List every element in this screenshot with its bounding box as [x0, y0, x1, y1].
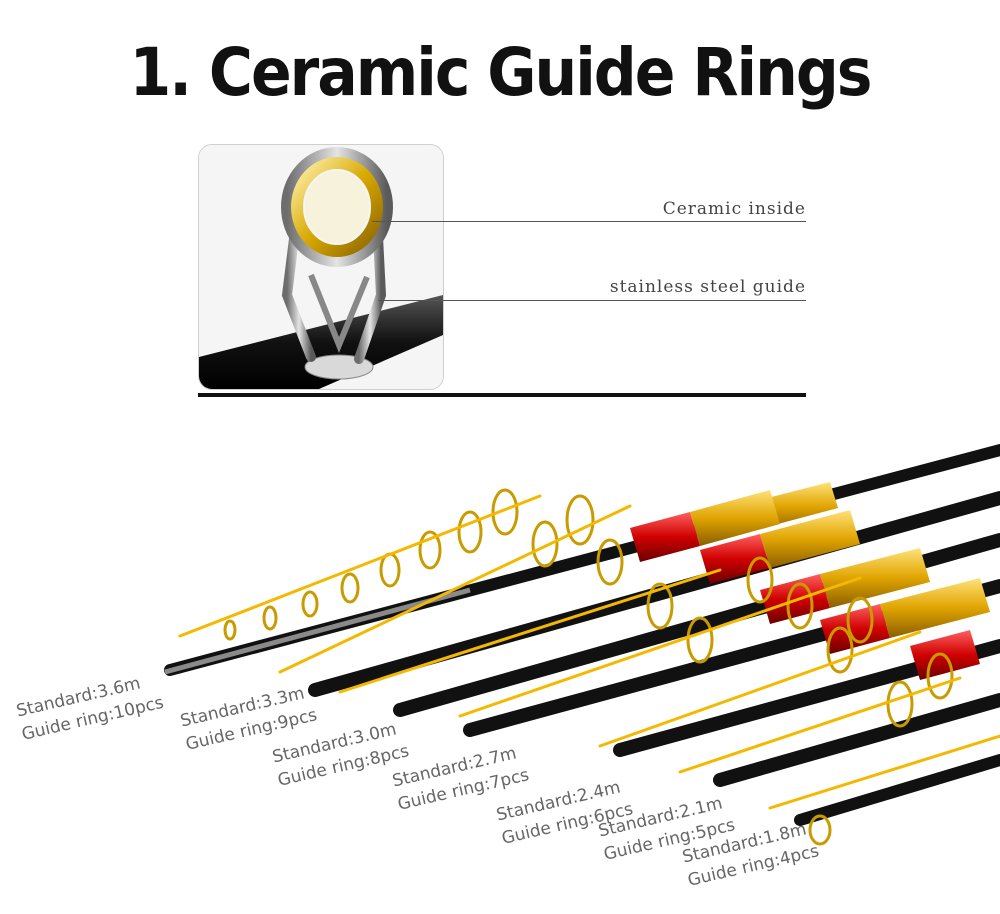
ceramic-callout-line: [372, 221, 806, 222]
guide-rings: [223, 488, 954, 846]
page-title: 1. Ceramic Guide Rings: [129, 34, 873, 112]
section-divider: [198, 393, 806, 397]
steel-callout-line: [378, 300, 806, 301]
rod-1.8m: [794, 754, 1000, 826]
guide-ring-illustration: [199, 145, 443, 389]
guide-ring-closeup: [198, 144, 444, 390]
rod-3.3m: [308, 490, 1000, 697]
rod-lineup-illustration: [164, 444, 1000, 846]
ceramic-inside-label: Ceramic inside: [662, 199, 806, 219]
steel-guide-label: stainless steel guide: [609, 277, 806, 297]
guide-count-lines: [178, 494, 1000, 810]
